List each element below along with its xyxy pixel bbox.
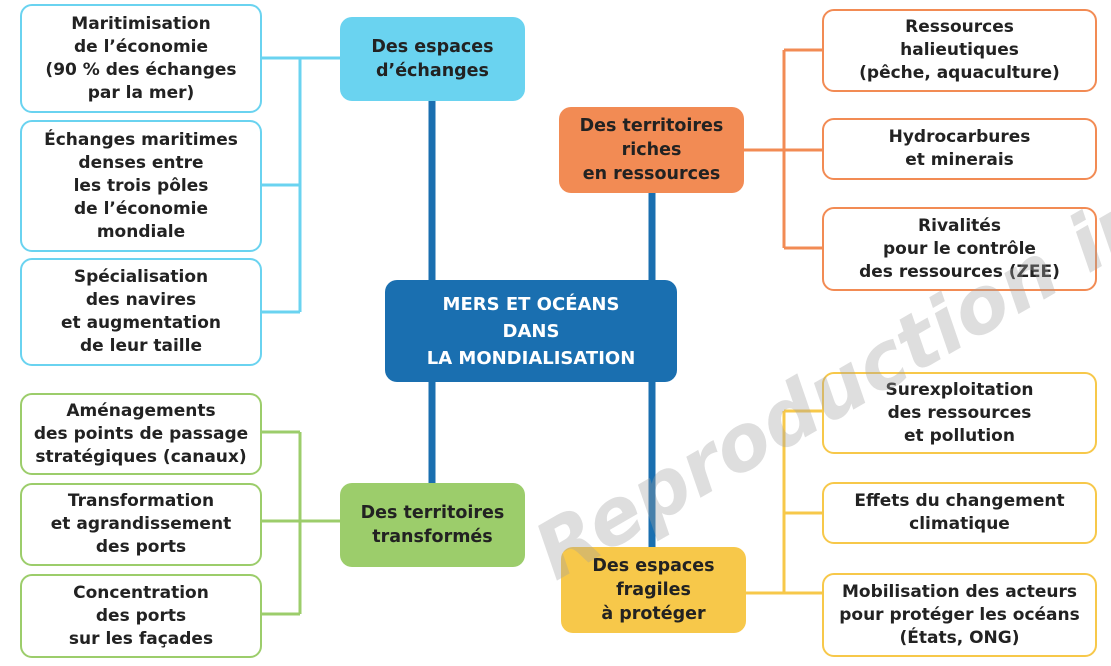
bracket-echanges: [262, 56, 340, 314]
leaf-echanges-maritimes: Échanges maritimes denses entre les troi…: [20, 120, 262, 252]
hub-echanges: Des espaces d’échanges: [340, 17, 525, 101]
central-topic: MERS ET OCÉANS DANS LA MONDIALISATION: [385, 280, 677, 382]
leaf-amenagements: Aménagements des points de passage strat…: [20, 393, 262, 475]
bracket-transformes: [262, 430, 340, 616]
leaf-mobilisation-acteurs: Mobilisation des acteurs pour protéger l…: [822, 573, 1097, 657]
leaf-concentration-ports: Concentration des ports sur les façades: [20, 574, 262, 658]
leaf-hydrocarbures: Hydrocarbures et minerais: [822, 118, 1097, 180]
bracket-fragiles: [746, 409, 822, 595]
hub-ressources: Des territoires riches en ressources: [559, 107, 744, 193]
bracket-ressources: [744, 48, 822, 250]
leaf-transformation-ports: Transformation et agrandissement des por…: [20, 483, 262, 566]
hub-fragiles: Des espaces fragiles à protéger: [561, 547, 746, 633]
leaf-maritimisation: Maritimisation de l’économie (90 % des é…: [20, 4, 262, 113]
leaf-specialisation-navires: Spécialisation des navires et augmentati…: [20, 258, 262, 366]
leaf-surexploitation: Surexploitation des ressources et pollut…: [822, 372, 1097, 454]
hub-transformes: Des territoires transformés: [340, 483, 525, 567]
leaf-changement-climatique: Effets du changement climatique: [822, 482, 1097, 544]
leaf-ressources-halieutiques: Ressources halieutiques (pêche, aquacult…: [822, 9, 1097, 92]
leaf-rivalites: Rivalités pour le contrôle des ressource…: [822, 207, 1097, 291]
